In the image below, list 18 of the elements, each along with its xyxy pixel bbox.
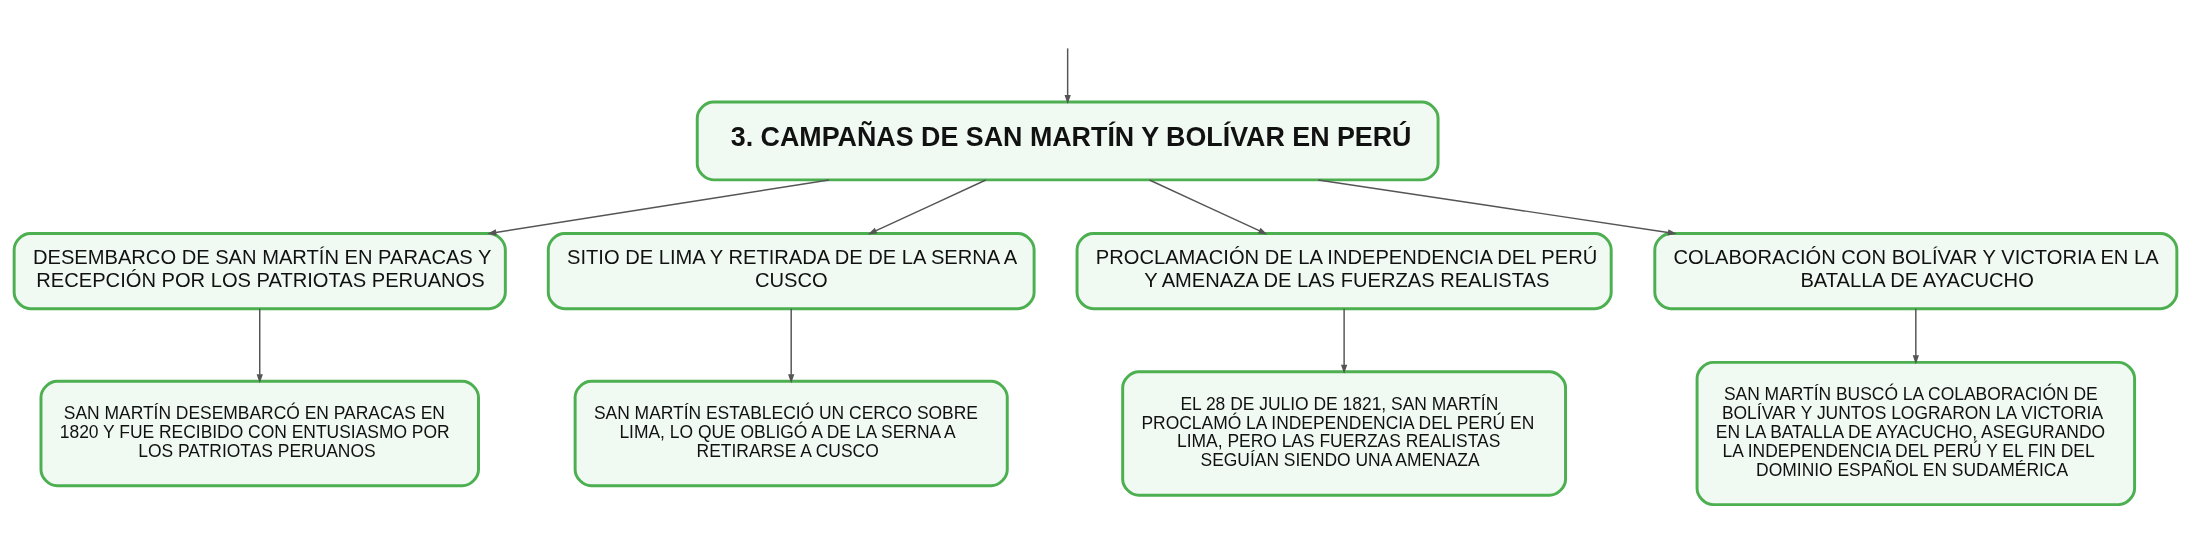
- arrow: [1912, 307, 1919, 365]
- node-box: SITIO DE LIMA Y RETIRADA DE DE LA SERNA A CUSCO: [546, 232, 1036, 311]
- node-box: PROCLAMACIÓN DE LA INDEPENDENCIA DEL PERÚ Y AMENAZA DE LAS FUERZAS REALISTAS: [1075, 232, 1613, 311]
- node-box: DESEMBARCO DE SAN MARTÍN EN PARACAS Y RECEPCIÓN POR LOS PATRIOTAS PERUANOS: [12, 232, 507, 311]
- node-box: SAN MARTÍN DESEMBARCÓ EN PARACAS EN 1820 Y FUE RECIBIDO CON ENTUSIASMO POR LOS PATRIOTAS PERUANOS: [39, 379, 480, 488]
- node-box: 3. CAMPAÑAS DE SAN MARTÍN Y BOLÍVAR EN PERÚ: [695, 100, 1440, 182]
- arrow: [1317, 179, 1677, 236]
- arrow: [487, 179, 830, 236]
- arrow: [867, 179, 987, 235]
- node-box: EL 28 DE JULIO DE 1821, SAN MARTÍN PROCLAMÓ LA INDEPENDENCIA DEL PERÚ EN LIMA, PERO LAS FUERZAS REALISTAS SEGUÍAN SIENDO UNA AMENAZA: [1121, 370, 1568, 497]
- arrow: [256, 307, 263, 384]
- arrow: [788, 307, 795, 384]
- node-box: COLABORACIÓN CON BOLÍVAR Y VICTORIA EN LA BATALLA DE AYACUCHO: [1653, 232, 2179, 311]
- node-box: SAN MARTÍN BUSCÓ LA COLABORACIÓN DE BOLÍVAR Y JUNTOS LOGRARON LA VICTORIA EN LA BATALLA DE AYACUCHO, ASEGURANDO LA INDEPENDENCIA DEL PERÚ Y EL FIN DEL DOMINIO ESPAÑOL EN SUDAMÉRICA: [1695, 360, 2137, 507]
- arrow: [1064, 47, 1071, 105]
- node-box: SAN MARTÍN ESTABLECIÓ UN CERCO SOBRE LIMA, LO QUE OBLIGÓ A DE LA SERNA A RETIRARSE A CUSCO: [573, 379, 1009, 488]
- arrow: [1340, 307, 1348, 374]
- arrow: [1148, 179, 1268, 235]
